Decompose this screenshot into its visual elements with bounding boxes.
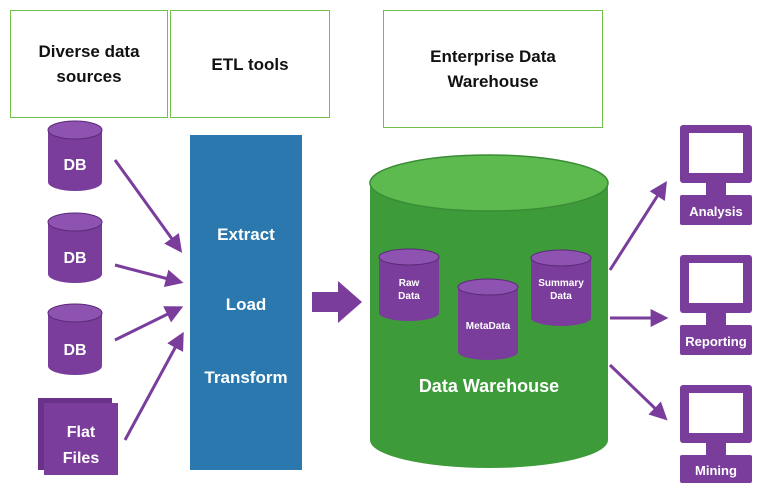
source-label-db-2: DB (63, 250, 86, 267)
output-label-mining: Mining (695, 463, 737, 478)
data-warehouse-label: Data Warehouse (419, 376, 559, 396)
output-reporting-monitor-icon: Reporting (680, 255, 752, 355)
source-db-cylinder-1: DB (47, 120, 103, 191)
source-label-files: Files (63, 450, 100, 467)
source-db-cylinder-2: DB (47, 212, 103, 283)
header-etl-tools: ETL tools (170, 10, 330, 118)
store-label-raw: Raw (399, 278, 420, 289)
source-arrows (113, 159, 184, 441)
etl-step-extract: Extract (217, 225, 275, 244)
etl-to-warehouse-arrow (312, 281, 362, 323)
store-label-metadata: MetaData (466, 321, 511, 332)
store-label-raw-data: Data (398, 291, 420, 302)
store-label-summary: Summary (538, 278, 584, 289)
store-raw-data: Raw Data (378, 248, 440, 321)
store-label-summary-data: Data (550, 291, 572, 302)
store-metadata: MetaData (457, 278, 519, 360)
etl-tools-block: Extract Load Transform (190, 135, 302, 470)
store-summary-data: Summary Data (530, 249, 592, 326)
output-analysis-monitor-icon: Analysis (680, 125, 752, 225)
header-diverse-data-sources: Diverse data sources (10, 10, 168, 118)
source-label-flat: Flat (67, 424, 96, 441)
source-flat-files: Flat Files (38, 398, 118, 475)
output-arrows (608, 180, 669, 421)
output-label-analysis: Analysis (689, 204, 742, 219)
output-label-reporting: Reporting (685, 334, 746, 349)
source-label-db-3: DB (63, 342, 86, 359)
source-label-db-1: DB (63, 157, 86, 174)
source-db-cylinder-3: DB (47, 303, 103, 375)
output-mining-monitor-icon: Mining (680, 385, 752, 483)
etl-step-load: Load (226, 295, 267, 314)
etl-step-transform: Transform (204, 368, 287, 387)
header-enterprise-data-warehouse: Enterprise Data Warehouse (383, 10, 603, 128)
